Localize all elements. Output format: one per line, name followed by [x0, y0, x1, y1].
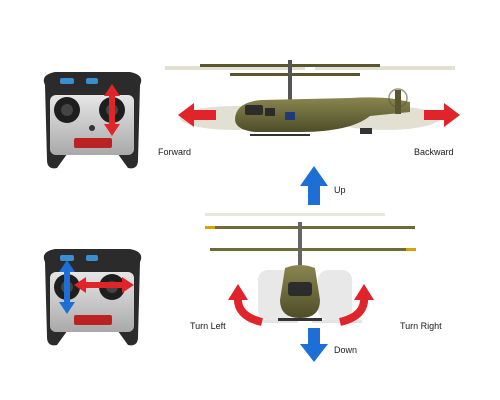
- label-up: Up: [334, 185, 346, 195]
- label-turn-right: Turn Right: [400, 321, 442, 331]
- turn-right-arrow: [338, 284, 374, 326]
- controller-bottom-rudder-arrow: [74, 277, 134, 293]
- turn-left-arrow: [228, 284, 264, 326]
- label-down: Down: [334, 345, 358, 355]
- helicopter-front-ghost-top: [205, 213, 385, 216]
- helicopter-front: [278, 265, 322, 321]
- controller-bottom: [43, 249, 142, 346]
- helicopter-front-ghost-right: [312, 270, 362, 323]
- label-backward: Backward: [414, 147, 454, 157]
- helicopter-front-rotors: [205, 222, 416, 270]
- controller-top-forward-back-arrow: [104, 84, 120, 136]
- backward-arrow: [424, 103, 460, 127]
- label-turn-left: Turn Left: [190, 321, 226, 331]
- helicopter-side: [200, 60, 410, 136]
- controller-bottom-throttle-arrow: [59, 260, 75, 314]
- label-forward: Forward: [158, 147, 192, 157]
- controller-top: [43, 72, 142, 169]
- forward-arrow: [178, 103, 216, 127]
- up-arrow: [300, 166, 328, 205]
- down-arrow: [300, 328, 328, 362]
